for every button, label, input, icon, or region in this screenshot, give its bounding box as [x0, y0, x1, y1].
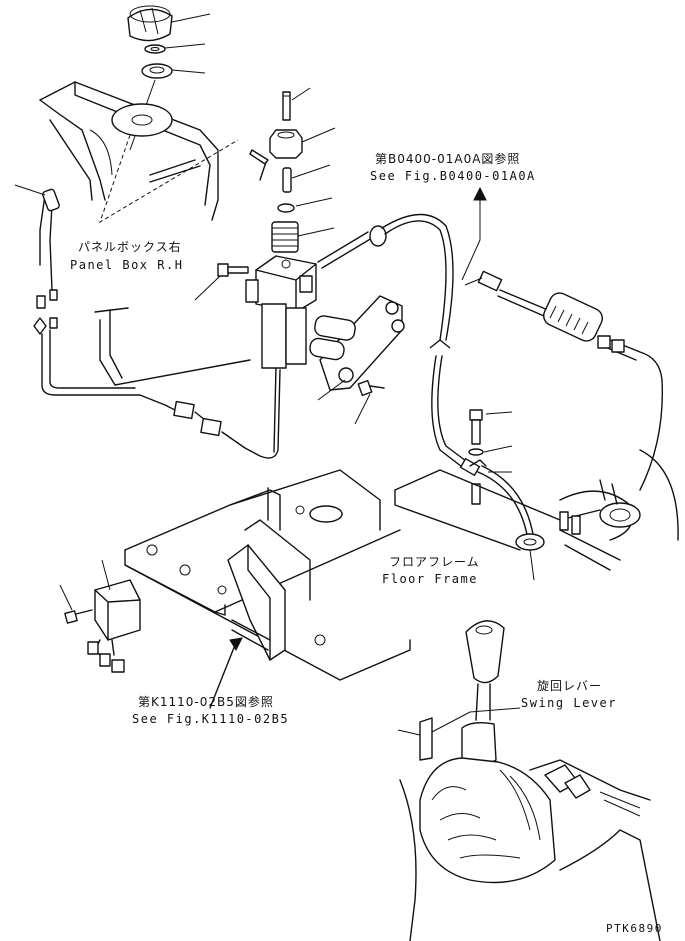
- ref-b0400-en-label: See Fig.B0400-01A0A: [370, 169, 536, 183]
- arrow-head-k1110: [229, 637, 243, 652]
- swing-lever-jp-label: 旋回レバー: [537, 679, 603, 693]
- swing-lever: [397, 620, 661, 941]
- ref-k1110-en-label: See Fig.K1110-02B5: [132, 712, 290, 726]
- bolt-vertical: [468, 409, 513, 505]
- arrow-k1110: [209, 644, 236, 709]
- knob-cap: [127, 5, 173, 42]
- leader-lines-top: [164, 13, 211, 74]
- wire-harness-left: [14, 184, 281, 459]
- spring-coil: [271, 221, 299, 253]
- washer-mid: [277, 203, 295, 213]
- bracket-frame: [94, 307, 251, 386]
- ring-seal: [141, 63, 173, 79]
- mounting-plate: [309, 295, 405, 391]
- screw-left: [59, 559, 111, 624]
- leader-b0400: [461, 196, 481, 281]
- swing-lever-en-label: Swing Lever: [521, 696, 617, 710]
- switch-body: [245, 255, 317, 369]
- leader-lines-stack: [291, 87, 336, 237]
- relay-unit: [87, 579, 141, 673]
- leader-cable-end: [464, 277, 483, 286]
- bolt-right: [317, 379, 385, 425]
- ref-b0400-jp-label: 第B0400-01A0A図参照: [375, 152, 521, 166]
- arrow-head-b0400: [473, 186, 487, 201]
- cap-nut: [269, 129, 303, 159]
- cable-end-right: [477, 270, 664, 491]
- washer-small: [144, 44, 166, 54]
- pedal-bracket: [227, 544, 286, 661]
- floor-frame-en-label: Floor Frame: [382, 572, 478, 586]
- pin-mid: [282, 167, 292, 193]
- ref-k1110-jp-label: 第K1110-02B5図参照: [138, 695, 274, 709]
- panel-box-en-label: Panel Box R.H: [70, 258, 184, 272]
- pin-top: [282, 91, 291, 121]
- pipe-bracket-right: [559, 449, 679, 571]
- bolt-left: [194, 263, 249, 301]
- drawing-number: PTK6890: [606, 922, 663, 935]
- floor-frame: [394, 469, 601, 551]
- control-cable: [317, 213, 535, 541]
- pin-bent: [249, 149, 269, 181]
- floor-frame-jp-label: フロアフレーム: [389, 555, 480, 569]
- grommet: [515, 533, 545, 581]
- panel-box-jp-label: パネルボックス右: [78, 240, 182, 254]
- panel-box-housing: [39, 81, 239, 224]
